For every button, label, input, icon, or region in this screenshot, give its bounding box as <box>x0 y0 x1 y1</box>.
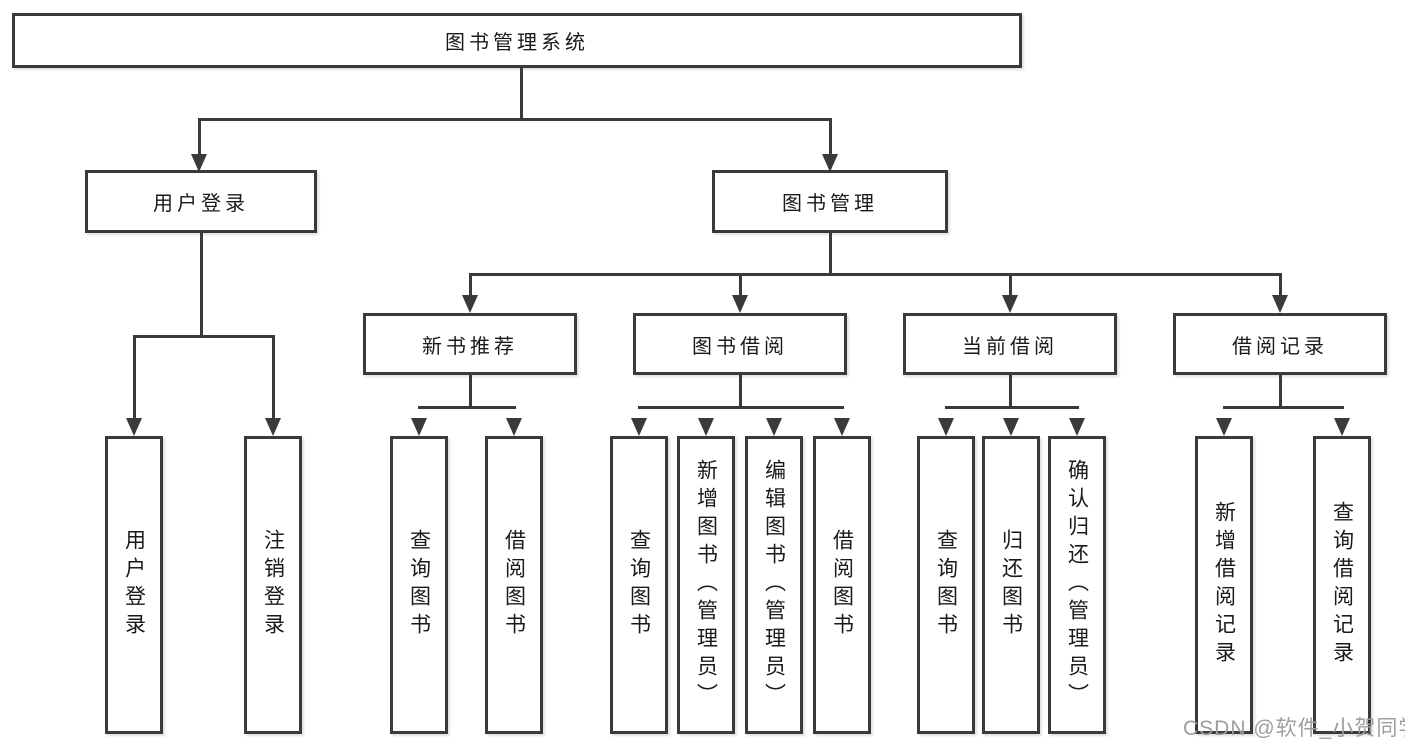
connector-line <box>418 406 516 409</box>
connector-line <box>133 335 136 420</box>
node-book-management-label: 图书管理 <box>782 193 878 215</box>
node-borrow-books-recommend: 借阅图书 <box>485 436 543 734</box>
arrow-down-icon <box>1216 418 1232 436</box>
arrow-down-icon <box>766 418 782 436</box>
node-add-borrow-record: 新增借阅记录 <box>1195 436 1253 734</box>
node-edit-book-admin-label: 编辑图书（管理员） <box>762 459 786 711</box>
node-user-login-action-label: 用户登录 <box>122 529 146 641</box>
arrow-down-icon <box>265 418 281 436</box>
connector-line <box>1223 406 1344 409</box>
node-book-borrowing: 图书借阅 <box>633 313 847 375</box>
node-edit-book-admin: 编辑图书（管理员） <box>745 436 803 734</box>
node-confirm-return-admin-label: 确认归还（管理员） <box>1065 459 1089 711</box>
arrow-down-icon <box>126 418 142 436</box>
connector-line <box>829 233 832 275</box>
arrow-down-icon <box>938 418 954 436</box>
connector-line <box>520 68 523 118</box>
node-current-borrowing-label: 当前借阅 <box>962 335 1058 358</box>
csdn-watermark: CSDN @软件_小贺同学 <box>1183 717 1405 740</box>
node-search-books-recommend: 查询图书 <box>390 436 448 734</box>
connector-line <box>1009 273 1012 299</box>
node-confirm-return-admin: 确认归还（管理员） <box>1048 436 1106 734</box>
arrow-down-icon <box>1334 418 1350 436</box>
node-add-book-admin: 新增图书（管理员） <box>677 436 735 734</box>
node-borrow-books-recommend-label: 借阅图书 <box>502 529 526 641</box>
node-search-books-borrowing-label: 查询图书 <box>627 529 651 641</box>
arrow-down-icon <box>822 154 838 172</box>
arrow-down-icon <box>462 295 478 313</box>
arrow-down-icon <box>1002 295 1018 313</box>
node-book-management: 图书管理 <box>712 170 948 233</box>
connector-line <box>469 273 1282 276</box>
connector-line <box>739 273 742 299</box>
connector-line <box>1009 375 1012 408</box>
node-current-borrowing: 当前借阅 <box>903 313 1117 375</box>
connector-line <box>829 118 832 156</box>
node-user-login-action: 用户登录 <box>105 436 163 734</box>
node-book-borrowing-label: 图书借阅 <box>692 335 788 358</box>
arrow-down-icon <box>411 418 427 436</box>
arrow-down-icon <box>698 418 714 436</box>
arrow-down-icon <box>732 295 748 313</box>
connector-line <box>739 375 742 408</box>
connector-line <box>469 273 472 299</box>
connector-line <box>200 233 203 337</box>
connector-line <box>469 375 472 408</box>
node-logout-action: 注销登录 <box>244 436 302 734</box>
connector-line <box>198 118 201 156</box>
arrow-down-icon <box>1003 418 1019 436</box>
arrow-down-icon <box>834 418 850 436</box>
arrow-down-icon <box>631 418 647 436</box>
connector-line <box>945 406 1079 409</box>
arrow-down-icon <box>506 418 522 436</box>
node-new-book-recommendation-label: 新书推荐 <box>422 335 518 358</box>
connector-line <box>638 406 844 409</box>
node-borrowing-records: 借阅记录 <box>1173 313 1387 375</box>
node-library-system-label: 图书管理系统 <box>445 32 589 54</box>
node-logout-action-label: 注销登录 <box>261 529 285 641</box>
node-user-login: 用户登录 <box>85 170 317 233</box>
arrow-down-icon <box>191 154 207 172</box>
node-return-books: 归还图书 <box>982 436 1040 734</box>
connector-line <box>133 335 275 338</box>
node-search-borrow-record-label: 查询借阅记录 <box>1330 501 1354 669</box>
node-search-borrow-record: 查询借阅记录 <box>1313 436 1371 734</box>
node-search-books-borrowing: 查询图书 <box>610 436 668 734</box>
node-borrowing-records-label: 借阅记录 <box>1232 335 1328 358</box>
node-borrow-books-borrowing-label: 借阅图书 <box>830 529 854 641</box>
node-library-system: 图书管理系统 <box>12 13 1022 68</box>
node-add-book-admin-label: 新增图书（管理员） <box>694 459 718 711</box>
node-user-login-label: 用户登录 <box>153 193 249 215</box>
node-search-books-recommend-label: 查询图书 <box>407 529 431 641</box>
node-borrow-books-borrowing: 借阅图书 <box>813 436 871 734</box>
connector-line <box>272 335 275 420</box>
connector-line <box>198 118 832 121</box>
connector-line <box>1279 375 1282 408</box>
node-return-books-label: 归还图书 <box>999 529 1023 641</box>
arrow-down-icon <box>1069 418 1085 436</box>
node-search-books-current: 查询图书 <box>917 436 975 734</box>
node-new-book-recommendation: 新书推荐 <box>363 313 577 375</box>
node-search-books-current-label: 查询图书 <box>934 529 958 641</box>
arrow-down-icon <box>1272 295 1288 313</box>
node-add-borrow-record-label: 新增借阅记录 <box>1212 501 1236 669</box>
connector-line <box>1279 273 1282 299</box>
